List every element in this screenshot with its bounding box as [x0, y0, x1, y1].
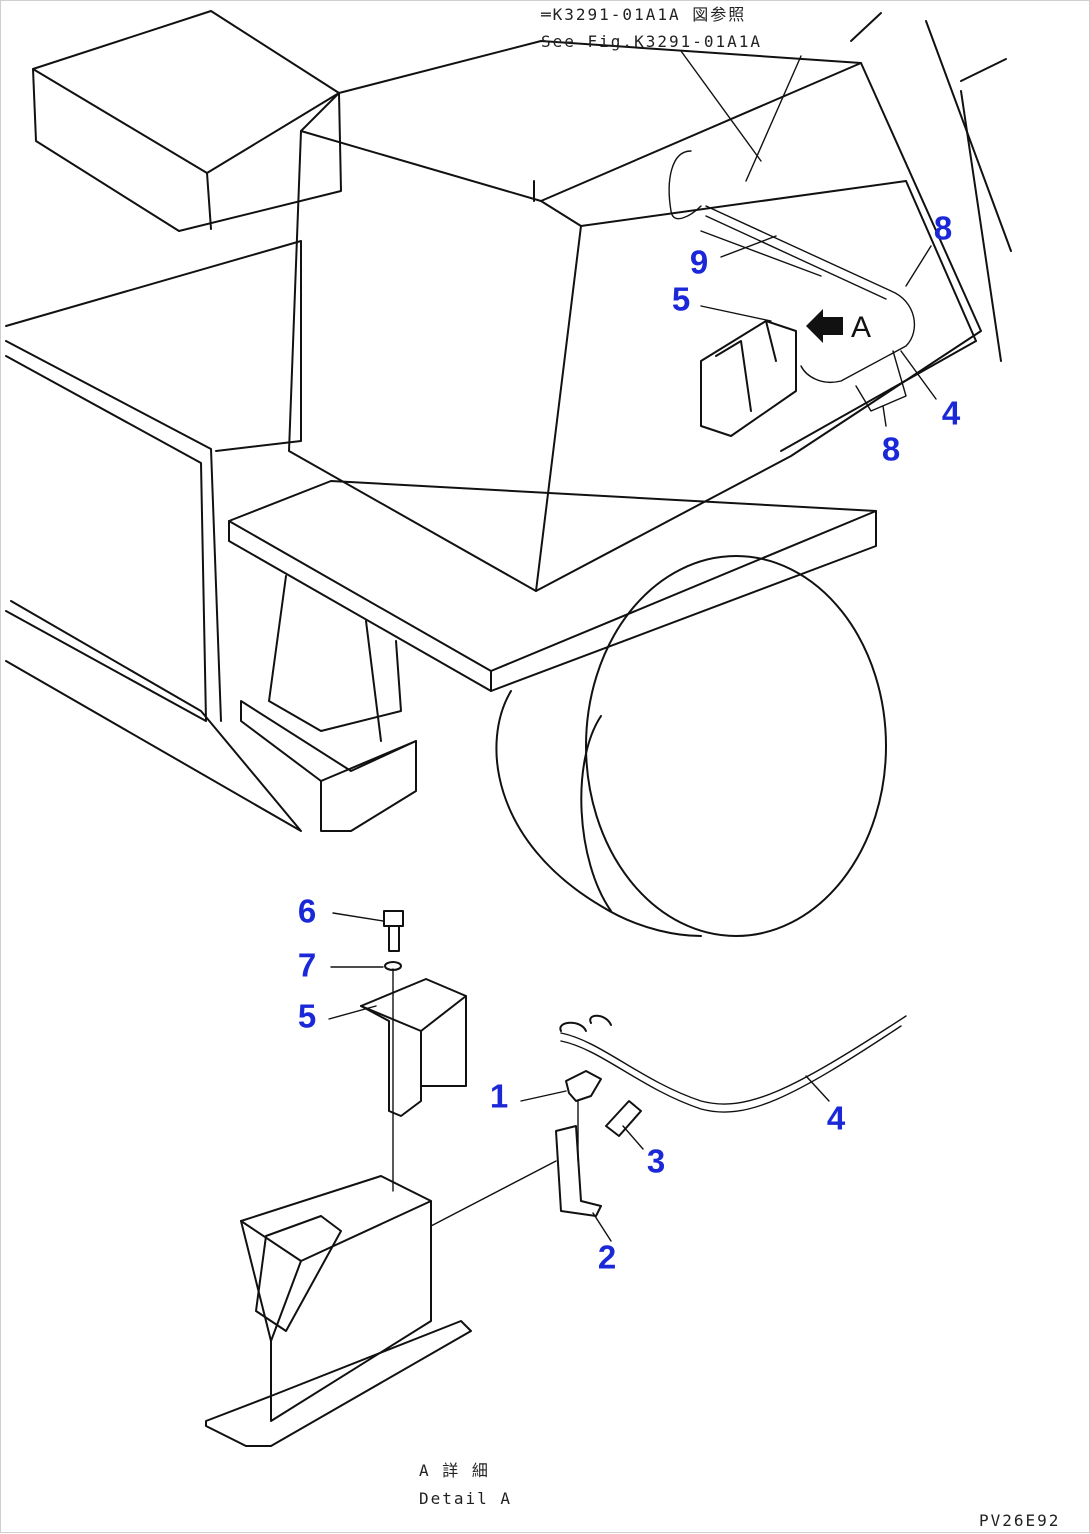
callout-9: 9	[689, 243, 709, 281]
callout-1: 1	[489, 1077, 509, 1115]
reference-note-jp: ═K3291-01A1A 図参照	[541, 5, 747, 24]
callout-2: 2	[597, 1238, 617, 1276]
callout-8: 8	[933, 209, 953, 247]
callout-3: 3	[646, 1142, 666, 1180]
detail-caption-en: Detail A	[419, 1489, 513, 1508]
detail-caption-jp: A 詳 細	[419, 1461, 490, 1480]
drawing-code: PV26E92	[979, 1511, 1061, 1530]
callout-4: 4	[941, 394, 961, 432]
callout-5: 5	[297, 997, 317, 1035]
callout-8: 8	[881, 430, 901, 468]
reference-note-en: See Fig.K3291-01A1A	[541, 32, 763, 51]
view-marker: A	[851, 311, 872, 344]
view-a-arrow-icon	[806, 309, 843, 343]
machine-body-view	[5, 10, 1012, 937]
callout-6: 6	[297, 892, 317, 930]
detail-a-view	[205, 910, 907, 1447]
callout-5: 5	[671, 280, 691, 318]
callout-4: 4	[826, 1099, 846, 1137]
callout-7: 7	[297, 946, 317, 984]
